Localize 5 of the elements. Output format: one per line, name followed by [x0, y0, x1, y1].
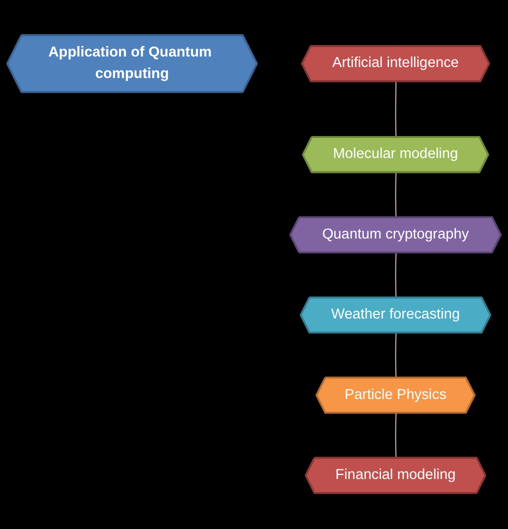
connector — [395, 172, 396, 219]
connector — [395, 82, 396, 138]
connector — [395, 252, 396, 299]
connector — [395, 413, 396, 460]
connector — [395, 332, 396, 379]
